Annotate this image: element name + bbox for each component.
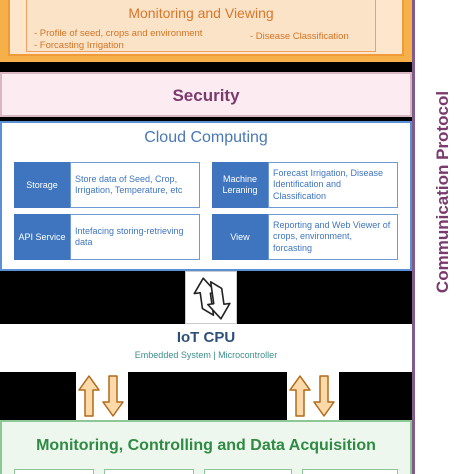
service-view-label: View bbox=[212, 214, 268, 260]
monitoring-item-irrigation: - Forcasting Irrigation bbox=[34, 40, 124, 51]
iot-cpu-title: IoT CPU bbox=[176, 329, 236, 346]
up-down-arrow-icon bbox=[76, 372, 128, 420]
service-view-desc: Reporting and Web Viewer of crops, envir… bbox=[268, 214, 398, 260]
security-layer bbox=[0, 72, 412, 117]
service-api-desc: Intefacing storing-retrieving data bbox=[70, 214, 200, 260]
monitoring-controlling-layer bbox=[0, 420, 412, 474]
communication-protocol-layer bbox=[412, 0, 474, 474]
service-api-label: API Service bbox=[14, 214, 70, 260]
cloud-computing-title: Cloud Computing bbox=[144, 129, 268, 146]
monitoring-viewing-card bbox=[26, 0, 376, 52]
monitoring-controlling-title: Monitoring, Controlling and Data Acquisi… bbox=[36, 437, 376, 454]
monitoring-viewing-title: Monitoring and Viewing bbox=[128, 5, 274, 21]
monitoring-item-disease: - Disease Classification bbox=[250, 31, 349, 42]
connector-band-iot-bottom bbox=[0, 372, 412, 420]
bottom-sub-box bbox=[14, 469, 94, 474]
iot-cpu-subtitle: Embedded System | Microcontroller bbox=[134, 350, 278, 360]
service-storage-label: Storage bbox=[14, 162, 70, 208]
service-storage-desc: Store data of Seed, Crop, Irrigation, Te… bbox=[70, 162, 200, 208]
bottom-sub-box bbox=[302, 469, 398, 474]
security-label: Security bbox=[172, 86, 240, 105]
bidirectional-arrow-icon bbox=[185, 271, 237, 324]
monitoring-item-profile: - Profile of seed, crops and environment bbox=[34, 28, 203, 39]
communication-protocol-label: Communication Protocol bbox=[433, 90, 452, 294]
up-down-arrow-icon bbox=[287, 372, 339, 420]
service-ml-label: Machine Leraning bbox=[212, 162, 268, 208]
bottom-sub-box bbox=[104, 469, 194, 474]
service-ml-desc: Forecast Irrigation, Disease Identificat… bbox=[268, 162, 398, 208]
iot-cpu-layer bbox=[0, 324, 412, 372]
bottom-sub-box bbox=[204, 469, 292, 474]
